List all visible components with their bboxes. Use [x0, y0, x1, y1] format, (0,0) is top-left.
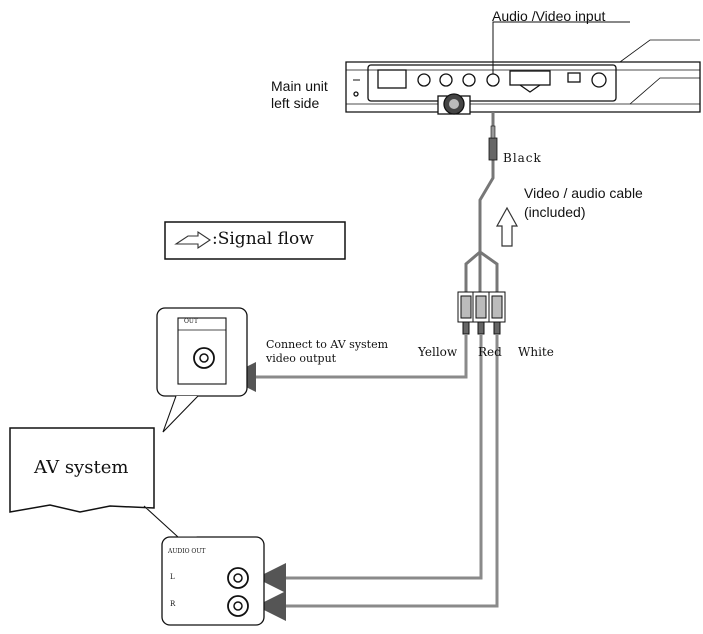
cable-label: Video / audio cable [524, 185, 643, 201]
av-input-leader [492, 21, 630, 74]
av-input-label: Audio /Video input [492, 8, 606, 24]
red-lead-label: Red [478, 345, 502, 359]
video-callout [162, 395, 199, 433]
black-plug-label: Black [503, 151, 542, 165]
yellow-lead-label: Yellow [418, 345, 458, 359]
cable-split [464, 250, 499, 292]
signal-flow-arrow-icon [174, 230, 211, 250]
signal-flow-legend [164, 221, 346, 260]
rca-cables [226, 334, 499, 621]
main-unit [345, 39, 701, 115]
minijack-plug [488, 125, 498, 161]
audio-out-panel [161, 536, 265, 626]
video-out-panel [156, 307, 248, 397]
rca-plugs [457, 291, 506, 335]
white-lead-label: White [518, 345, 554, 359]
connect-av-label: Connect to AV system [266, 338, 389, 351]
cable-flow-arrow [495, 206, 519, 247]
video-panel-label: OUT [184, 318, 198, 325]
cable-included-label: (included) [524, 204, 586, 220]
main-unit-label: Main unit [271, 78, 328, 94]
av-system-label: AV system [34, 457, 129, 478]
video-output-label: video output [266, 352, 337, 365]
audio-left-label: L [170, 573, 175, 581]
signal-flow-label: :Signal flow [212, 229, 314, 249]
audio-callout [143, 505, 198, 538]
av-system-box [9, 427, 155, 513]
left-side-label: left side [271, 95, 320, 111]
audio-right-label: R [170, 600, 176, 608]
audio-panel-label: AUDIO OUT [168, 548, 206, 555]
